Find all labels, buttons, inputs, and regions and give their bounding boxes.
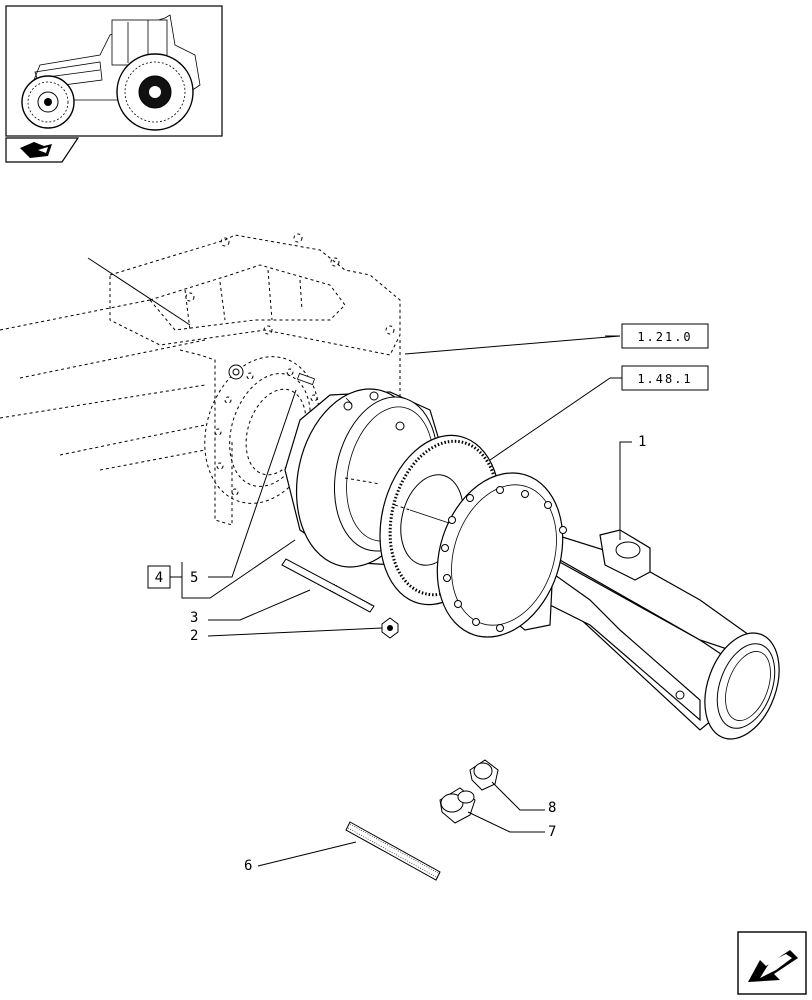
callout-5: 5: [190, 570, 198, 586]
tractor-thumbnail-icon: [5, 5, 223, 137]
reference-label: 4: [155, 570, 163, 586]
callout-6: 6: [244, 858, 252, 874]
callout-1: 1: [638, 434, 646, 450]
reference-box-1-48-1[interactable]: 1.48.1: [621, 365, 709, 391]
callout-7: 7: [548, 824, 556, 840]
reference-box-1-21-0[interactable]: 1.21.0: [621, 323, 709, 349]
axle-trumpet-housing: [436, 472, 780, 740]
flange-nut: [381, 617, 399, 639]
callout-3: 3: [190, 610, 198, 626]
bush-small: [469, 759, 499, 791]
section-book-icon[interactable]: [5, 137, 80, 163]
leader-lines: [181, 335, 632, 867]
reference-label: 1.21.0: [637, 330, 692, 344]
threaded-rod: [345, 821, 441, 881]
reference-box-4[interactable]: 4: [147, 565, 182, 589]
next-page-arrow-icon[interactable]: [737, 931, 807, 995]
bush-large: [439, 787, 476, 824]
callout-8: 8: [548, 800, 556, 816]
long-stud: [281, 558, 375, 613]
callout-2: 2: [190, 628, 198, 644]
reference-label: 1.48.1: [637, 372, 692, 386]
